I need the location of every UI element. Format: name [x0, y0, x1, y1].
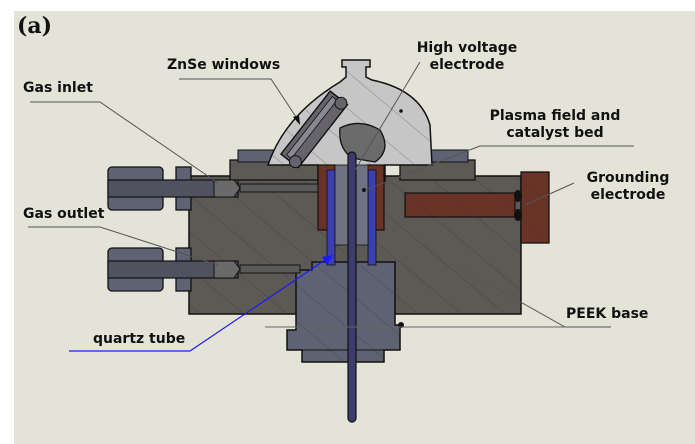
bottom-flange	[286, 261, 404, 363]
quartz-arrowhead	[322, 255, 333, 265]
leader-plasma	[364, 145, 634, 191]
label-grounding-line1: Grounding	[586, 170, 670, 186]
label-high-voltage-line1: High voltage	[416, 40, 518, 56]
label-plasma-field: Plasma field and catalyst bed	[480, 108, 630, 142]
znse-arrowhead	[293, 115, 300, 125]
label-peek-base: PEEK base	[566, 306, 649, 322]
label-high-voltage-line2: electrode	[429, 57, 505, 73]
label-znse-windows: ZnSe windows	[167, 57, 281, 73]
leader-high-voltage	[354, 61, 421, 171]
label-plasma-line1: Plasma field and	[489, 108, 621, 124]
leader-quartz	[69, 255, 332, 352]
label-grounding-line2: electrode	[590, 187, 666, 203]
label-plasma-line2: catalyst bed	[506, 125, 604, 141]
label-gas-inlet: Gas inlet	[23, 80, 93, 96]
leader-znse	[179, 78, 301, 124]
leader-gas-outlet	[28, 226, 219, 266]
znse-window	[279, 90, 349, 169]
leader-gas-inlet	[30, 101, 219, 184]
label-high-voltage-electrode: High voltage electrode	[412, 40, 522, 74]
quartz-tube	[326, 151, 377, 423]
leader-lines	[28, 61, 634, 328]
label-quartz-tube: quartz tube	[93, 331, 186, 347]
gas-outlet-fitting	[107, 247, 301, 292]
label-gas-outlet: Gas outlet	[23, 206, 105, 222]
panel-label: (a)	[17, 13, 53, 39]
gas-inlet-fitting	[107, 166, 319, 211]
leader-grounding	[524, 182, 575, 206]
label-grounding-electrode: Grounding electrode	[578, 170, 678, 204]
